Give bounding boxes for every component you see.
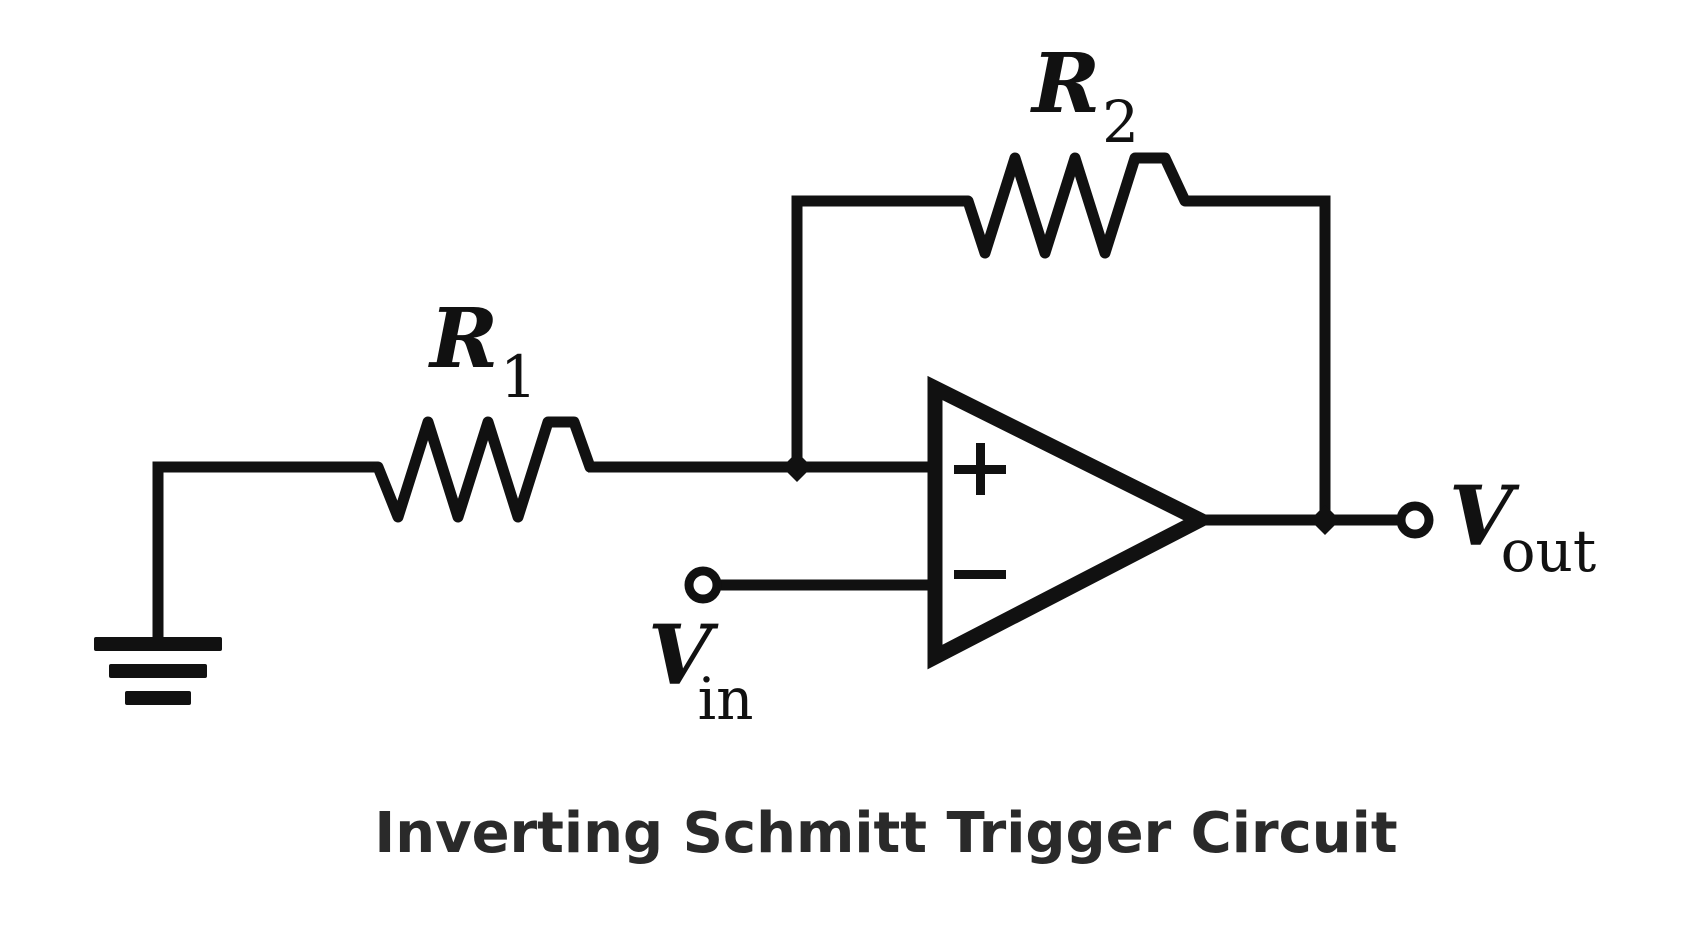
plus-sign xyxy=(954,443,1006,495)
junction-output xyxy=(1310,505,1340,535)
diagram-caption: Inverting Schmitt Trigger Circuit xyxy=(374,801,1397,866)
vout-terminal xyxy=(1396,501,1434,539)
resistor-r2 xyxy=(962,152,1191,259)
wire-feedback-left xyxy=(791,195,968,467)
vin-terminal xyxy=(684,566,722,604)
minus-sign xyxy=(954,570,1006,579)
ground-bar-middle xyxy=(109,664,207,678)
opamp-triangle xyxy=(927,375,1217,670)
label-vin: Vin xyxy=(648,608,754,733)
ground-symbol xyxy=(94,637,222,705)
resistor-r1 xyxy=(372,416,596,523)
label-r2: R2 xyxy=(1030,36,1139,156)
label-vout: Vout xyxy=(1449,469,1596,585)
junction-input xyxy=(782,452,812,482)
wire-ground-to-r1 xyxy=(152,461,378,638)
ground-bar-bottom xyxy=(125,691,191,705)
ground-bar-top xyxy=(94,637,222,651)
wire-feedback-right xyxy=(1185,195,1331,520)
label-r1: R1 xyxy=(428,291,537,411)
